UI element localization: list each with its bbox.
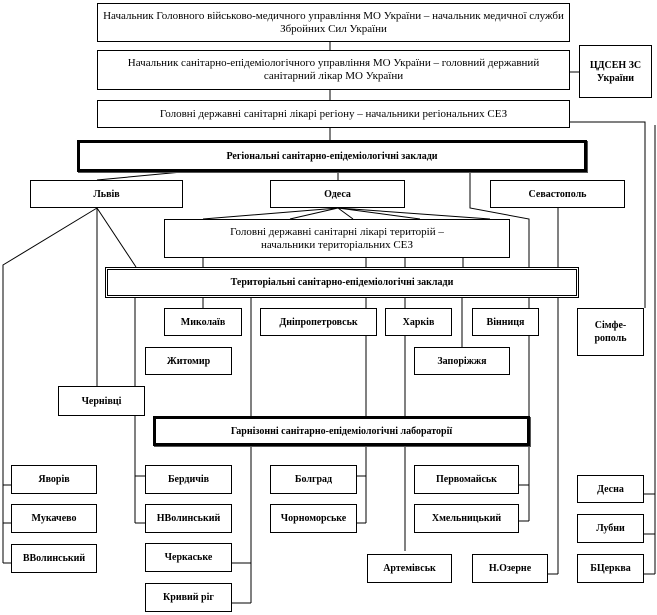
regional-institutions-box: Регіональні санітарно-епідеміологічні за… xyxy=(77,140,587,172)
lab-chornomorske: Чорноморське xyxy=(270,504,357,533)
lab-nvolynskyi: НВолинський xyxy=(145,504,232,533)
chief-sanitary-box: Начальник санітарно-епідеміологічного уп… xyxy=(97,50,570,90)
lab-lubny: Лубни xyxy=(577,514,644,543)
city-odesa: Одеса xyxy=(270,180,405,208)
lab-pervomaisk: Первомайськ xyxy=(414,465,519,494)
territorial-doctors-box: Головні державні санітарні лікарі терито… xyxy=(164,219,510,258)
lab-berdychiv: Бердичів xyxy=(145,465,232,494)
connector xyxy=(2,207,137,563)
city-zaporizhzhia: Запоріжжя xyxy=(414,347,510,375)
city-kharkiv: Харків xyxy=(385,308,452,336)
lab-bolhrad: Болград xyxy=(270,465,357,494)
chief-medical-box: Начальник Головного військово-медичного … xyxy=(97,3,570,42)
lab-yavoriv: Яворів xyxy=(11,465,97,494)
city-mykolaiv: Миколаїв xyxy=(164,308,242,336)
city-zhytomyr: Житомир xyxy=(145,347,232,375)
connector xyxy=(96,171,559,267)
city-chernivtsi: Чернівці xyxy=(58,386,145,416)
center-box: ЦДСЕН ЗС України xyxy=(579,45,652,98)
lab-btserkva: БЦерква xyxy=(577,554,644,583)
regional-doctors-box: Головні державні санітарні лікарі регіон… xyxy=(97,100,570,128)
lab-desna: Десна xyxy=(577,475,644,503)
connector xyxy=(202,258,464,267)
lab-mukachevo: Мукачево xyxy=(11,504,97,533)
city-dnipropetrovsk: Дніпропетровськ xyxy=(260,308,377,336)
connector xyxy=(3,475,655,604)
territorial-institutions-box: Територіальні санітарно-епідеміологічні … xyxy=(105,267,579,298)
city-sevastopol: Севастополь xyxy=(490,180,625,208)
lab-cherkaske: Черкаське xyxy=(145,543,232,572)
connector xyxy=(202,207,491,220)
city-vinnytsia: Вінниця xyxy=(472,308,539,336)
lab-vvolynskyi: ВВолинський xyxy=(11,544,97,573)
lab-khmelnytskyi: Хмельницький xyxy=(414,504,519,533)
lab-artemivsk: Артемівськ xyxy=(367,554,452,583)
city-simferopol: Сімфе-рополь xyxy=(577,308,644,356)
garrison-labs-box: Гарнізонні санітарно-епідеміологічні лаб… xyxy=(153,416,530,446)
lab-kryvyi-rih: Кривий ріг xyxy=(145,583,232,612)
lab-n-ozerne: Н.Озерне xyxy=(472,554,548,583)
city-lviv: Львів xyxy=(30,180,183,208)
connector xyxy=(329,42,656,574)
